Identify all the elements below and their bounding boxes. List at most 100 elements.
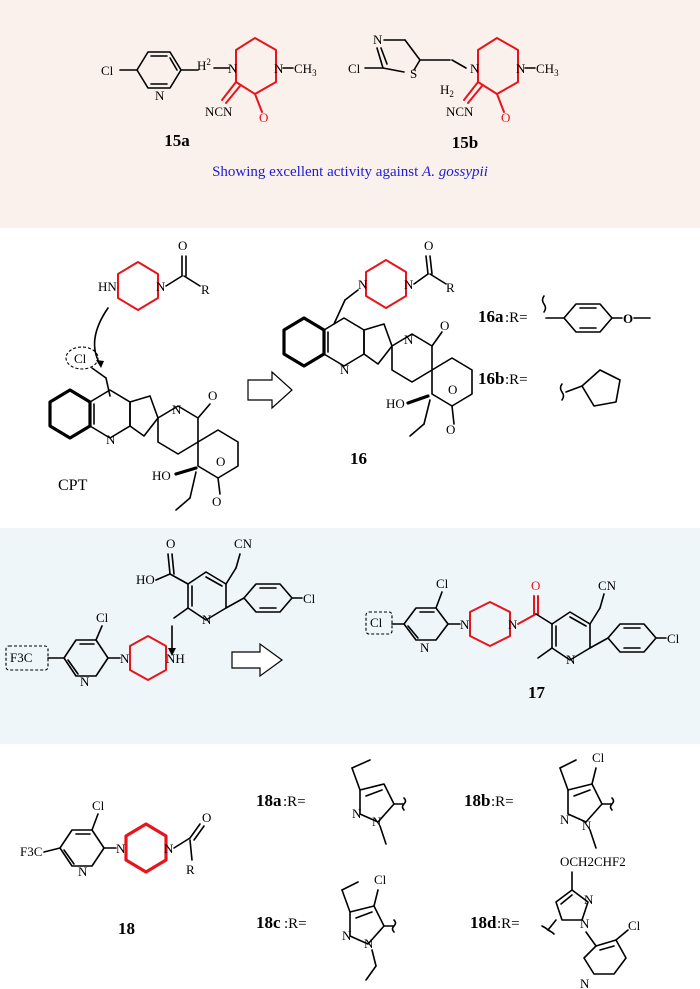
amine-hn: HN xyxy=(98,279,117,294)
chlorine-atom: Cl xyxy=(592,750,605,765)
structures-18: F3C N Cl N N O R 18 18a :R= xyxy=(20,750,641,989)
oxygen-atom: O xyxy=(440,318,449,333)
compound-18d-label: 18d xyxy=(470,913,497,932)
r-equals: :R= xyxy=(505,372,528,388)
reaction-arrow xyxy=(247,370,293,410)
reaction-arrow xyxy=(231,642,284,678)
nitrogen-atom: N xyxy=(106,432,116,447)
chlorine-atom: Cl xyxy=(101,63,114,78)
r18d-structure: OCH2CHF2 N N N Cl xyxy=(541,854,641,989)
compound-18-label: 18 xyxy=(118,919,135,938)
r16b-structure xyxy=(559,369,621,407)
compound-18a-label: 18a xyxy=(256,791,282,810)
nitrogen-atom: N xyxy=(78,864,88,879)
svg-text:H2: H2 xyxy=(197,57,211,73)
sulfur-atom: S xyxy=(410,66,417,81)
compound-16-label: 16 xyxy=(350,449,367,468)
structures-15: Cl N H2 N N CH3 O NCN 15a N S xyxy=(101,32,559,152)
nitrogen-atom: N xyxy=(566,652,576,667)
nitrogen-atom: N xyxy=(116,841,126,856)
svg-text:H2: H2 xyxy=(440,82,454,99)
compound-17-structure: Cl N Cl N N O N CN xyxy=(365,576,680,667)
r18b-structure: Cl N N xyxy=(559,750,615,849)
compound-18b-label: 18b xyxy=(464,791,490,810)
nitrogen-atom: N xyxy=(120,651,130,666)
r-equals: :R= xyxy=(283,794,306,810)
oxygen-atom: O xyxy=(501,110,510,125)
nitrogen-atom: N xyxy=(460,617,470,632)
compound-16b-label: 16b xyxy=(478,369,504,388)
chlorine-atom: Cl xyxy=(303,591,316,606)
panel-compounds-16: HN N O R Cl N O N O xyxy=(0,228,700,528)
oxygen-atom: O xyxy=(166,536,175,551)
nitrogen-atom: N xyxy=(352,806,362,821)
activity-note-text: Showing excellent activity against xyxy=(212,164,423,180)
cpt-label: CPT xyxy=(58,477,88,494)
svg-text:CH3: CH3 xyxy=(536,61,559,78)
compound-18-structure: F3C N Cl N N O R xyxy=(20,798,211,879)
chlorine-atom: Cl xyxy=(348,61,361,76)
nitrogen-atom: N xyxy=(342,928,352,943)
r-group: R xyxy=(201,282,210,297)
acid-reagent: HO O N CN Cl xyxy=(136,536,316,627)
piperazine-reagent: HN N O R xyxy=(98,238,210,311)
chlorine-atom: Cl xyxy=(374,872,387,887)
chlorine-atom: Cl xyxy=(628,918,641,933)
nitrogen-atom: N xyxy=(358,277,368,292)
species-name: A. gossypii xyxy=(422,164,488,180)
r18c-structure: Cl N N xyxy=(341,872,397,981)
structures-17: HO O N CN Cl F3C xyxy=(5,536,680,702)
ncn-group: NCN xyxy=(446,104,474,119)
cyano-group: CN xyxy=(234,536,253,551)
oxygen-atom: O xyxy=(216,454,225,469)
nitrogen-atom: N xyxy=(560,812,570,827)
ncn-group: NCN xyxy=(205,104,233,119)
nitrogen-atom: N xyxy=(584,892,594,907)
nitrogen-atom: N xyxy=(164,841,174,856)
chlorine-atom: Cl xyxy=(436,576,449,591)
hydroxyl-group: HO xyxy=(136,572,155,587)
nitrogen-atom: N xyxy=(172,402,182,417)
r-equals: :R= xyxy=(505,310,528,326)
chlorine-atom: Cl xyxy=(92,798,105,813)
trifluoromethyl-group: F3C xyxy=(10,650,32,665)
r-equals: :R= xyxy=(497,916,520,932)
nitrogen-atom: N xyxy=(155,88,165,103)
oxygen-atom: O xyxy=(531,578,540,593)
cyano-group: CN xyxy=(598,578,617,593)
nitrogen-atom: N xyxy=(404,332,414,347)
compound-16a-label: 16a xyxy=(478,307,504,326)
nitrogen-atom: N xyxy=(580,976,590,989)
nitrogen-atom: N xyxy=(364,936,374,951)
compound-18c-label: 18c xyxy=(256,913,281,932)
panel-compounds-18: F3C N Cl N N O R 18 18a :R= xyxy=(0,744,700,989)
r-group: R xyxy=(446,280,455,295)
hydroxyl-group: HO xyxy=(152,468,171,483)
oxygen-atom: O xyxy=(202,810,211,825)
chlorine-atom: Cl xyxy=(667,631,680,646)
structures-16: HN N O R Cl N O N O xyxy=(48,238,651,511)
compound-16-structure: N N O R N N O O O HO xyxy=(282,238,473,437)
nitrogen-atom: N xyxy=(470,61,480,76)
attack-arrow xyxy=(93,307,109,365)
nitrogen-atom: N xyxy=(420,640,430,655)
nitrogen-atom: N xyxy=(582,818,592,833)
oxygen-atom: O xyxy=(623,311,633,326)
cpt-structure: Cl N O N O O HO xyxy=(48,346,239,511)
nitrogen-atom: N xyxy=(508,617,518,632)
nitrogen-atom: N xyxy=(340,362,350,377)
nitrogen-atom: N xyxy=(372,814,382,829)
panel-compounds-15: Cl N H2 N N CH3 O NCN 15a N S xyxy=(0,0,700,228)
compound-17-label: 17 xyxy=(528,683,546,702)
chlorine-atom: Cl xyxy=(370,615,383,630)
compound-15b-structure: N S Cl H2 N N CH3 O NCN xyxy=(348,32,559,125)
r18a-structure: N N xyxy=(351,759,407,845)
hydroxyl-group: HO xyxy=(386,396,405,411)
chlorine-atom: Cl xyxy=(74,351,87,366)
activity-note: Showing excellent activity against A. go… xyxy=(0,164,700,181)
difluoroethoxy-group: OCH2CHF2 xyxy=(560,854,626,869)
chlorine-atom: Cl xyxy=(96,610,109,625)
nitrogen-atom: N xyxy=(373,32,383,47)
nitrogen-atom: N xyxy=(580,916,590,931)
amine-nh: NH xyxy=(166,651,185,666)
